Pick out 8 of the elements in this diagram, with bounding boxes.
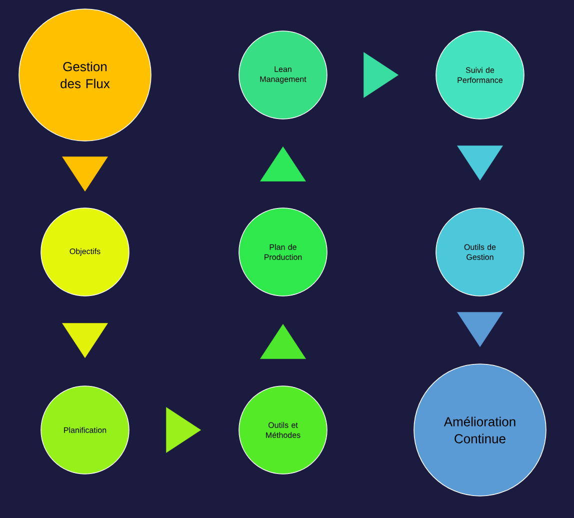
triangle-arrow xyxy=(260,146,306,182)
triangle-arrow xyxy=(457,312,503,348)
triangle-arrow xyxy=(166,407,202,453)
triangle-arrow xyxy=(62,156,108,192)
triangle-arrow xyxy=(457,146,503,181)
triangle-arrow xyxy=(62,323,108,358)
triangle-arrow xyxy=(364,52,399,98)
triangle-arrow xyxy=(260,324,306,359)
